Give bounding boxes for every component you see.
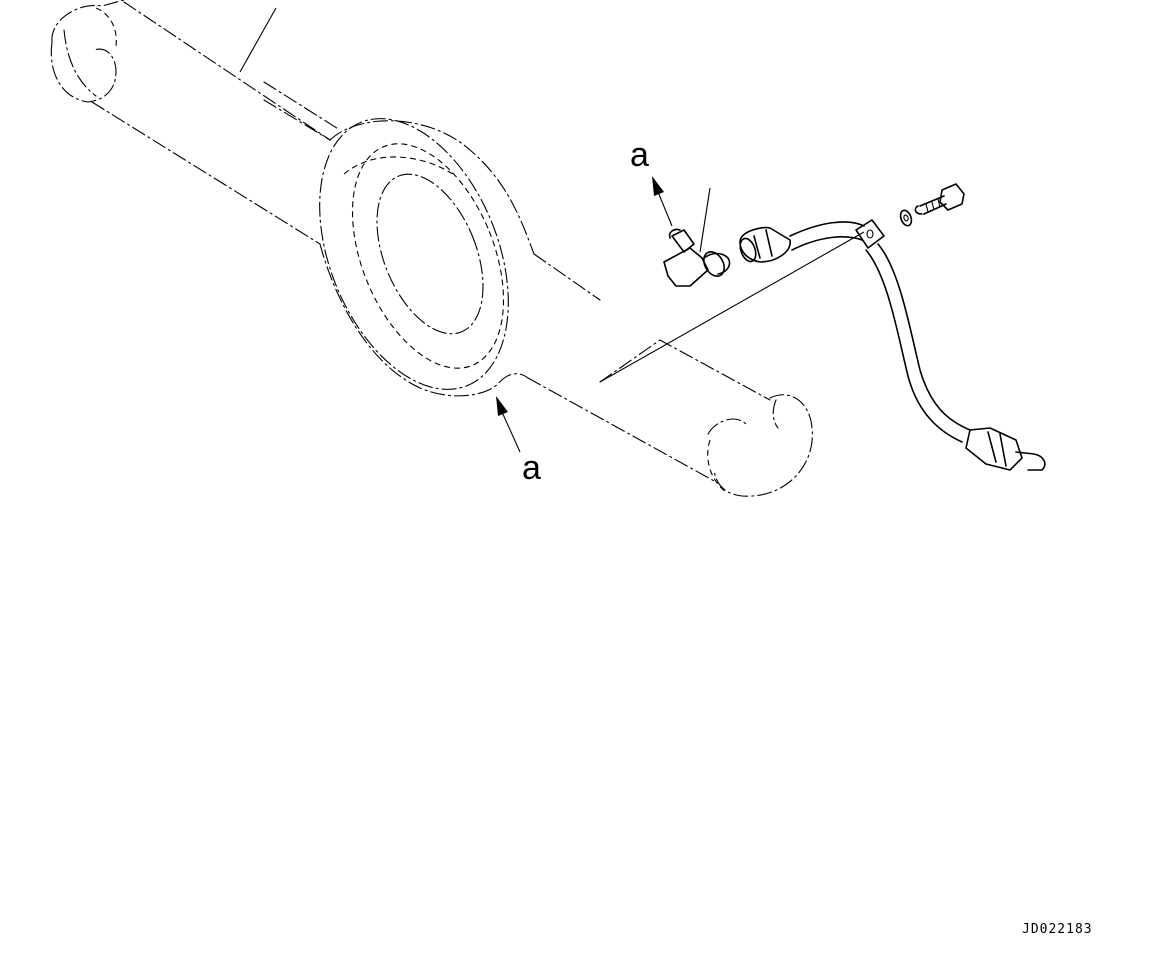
arrow-a-lower (496, 396, 521, 453)
grease-hose (599, 219, 1046, 471)
label-a-lower: a (522, 449, 541, 487)
arrow-a-upper (652, 176, 673, 227)
equalizer-bar-phantom (50, 0, 813, 497)
grease-fitting-elbow (663, 187, 731, 287)
bolt (914, 183, 965, 215)
washer (899, 209, 913, 227)
label-a-upper: a (630, 136, 649, 174)
drawing-code: JD022183 (1022, 922, 1093, 937)
